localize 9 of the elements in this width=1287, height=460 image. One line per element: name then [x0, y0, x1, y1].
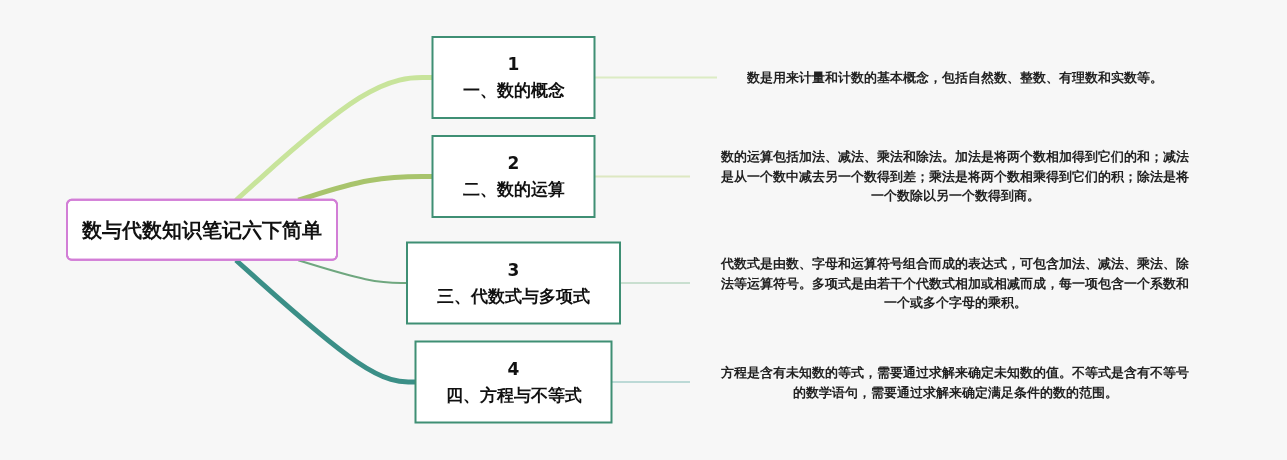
node-text: 方程是含有未知数的等式，需要通过求解来确定未知数的值。不等式是含有不等号的数学语句，需要通过求解来确定满足条件的数的范围。 [721, 364, 1189, 400]
connector [297, 259, 408, 285]
node-text: 数是用来计量和计数的基本概念，包括自然数、整数、有理数和实数等。 [747, 70, 1163, 85]
node-box: 3 三、代数式与多项式 [406, 241, 621, 325]
node-box: 4 四、方程与不等式 [414, 340, 613, 424]
node-text: 代数式是由数、字母和运算符号组合而成的表达式，可包含加法、减法、乘法、除法等运算符号。多项式是由若干个代数式相加或相减而成，每一项包含一个系数和一个或多个字母的乘积。 [721, 256, 1189, 310]
node-box: 1 一、数的概念 [431, 36, 596, 120]
node-text: 数的运算包括加法、减法、乘法和除法。加法是将两个数相加得到它们的和；减法是从一个数中减去另一个数得到差；乘法是将两个数相乘得到它们的积；除法是将一个数除以另一个数得到商。 [721, 149, 1189, 204]
node-box: 2 二、数的运算 [431, 135, 596, 219]
